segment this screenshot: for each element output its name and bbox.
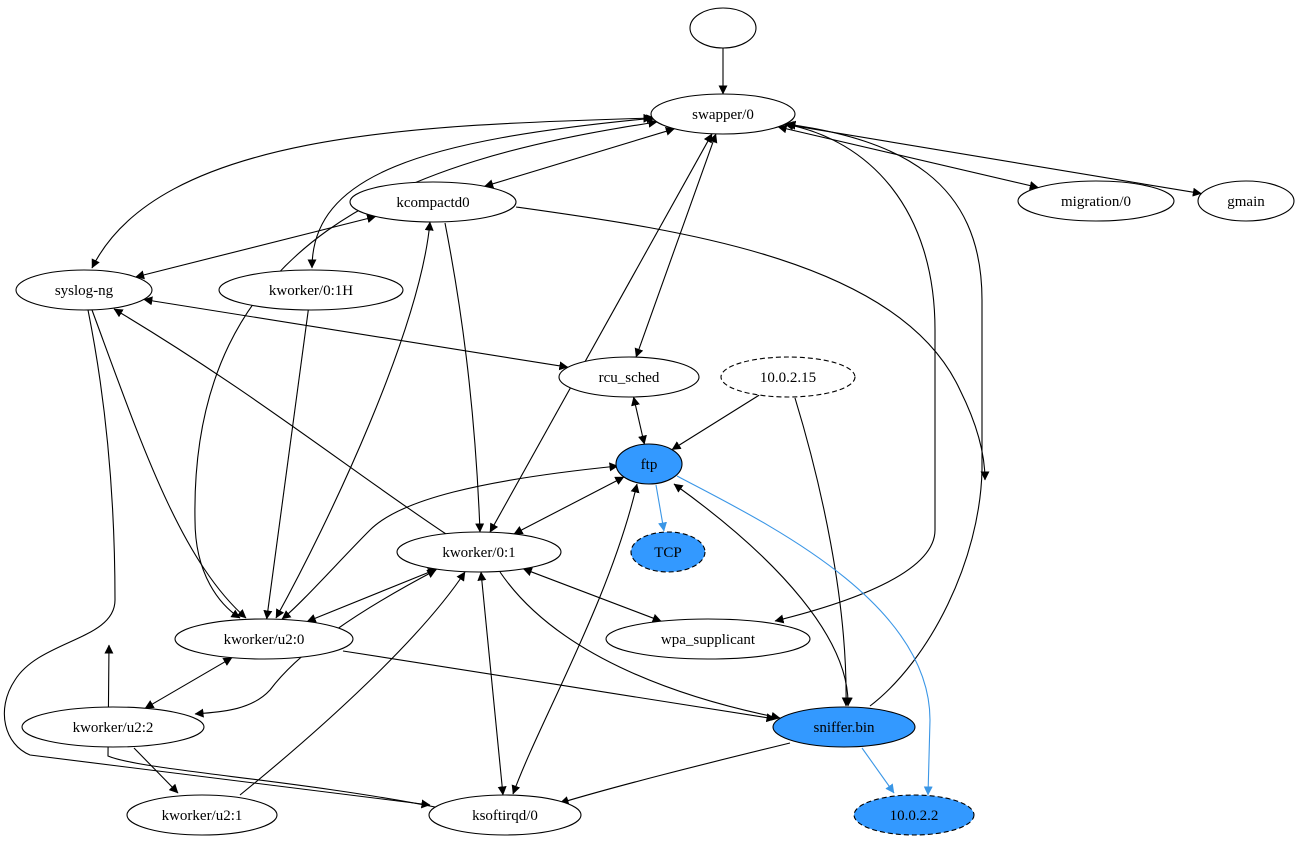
node-tcp[interactable]: TCP xyxy=(630,531,706,573)
node-label-ip15: 10.0.2.15 xyxy=(760,370,816,386)
edge-sniffer-to-swapper xyxy=(786,120,983,707)
node-kworker01[interactable]: kworker/0:1 xyxy=(396,531,562,573)
edge-syslog-to-rcu xyxy=(143,296,569,371)
node-shape-sniffer xyxy=(772,706,916,748)
node-migration[interactable]: migration/0 xyxy=(1017,180,1175,222)
edge-swapper-to-wpa xyxy=(774,121,936,624)
node-label-migration: migration/0 xyxy=(1061,194,1131,210)
node-label-kworkeru20: kworker/u2:0 xyxy=(224,632,305,648)
node-shape-ftp xyxy=(615,443,683,485)
edges xyxy=(3,48,1202,809)
node-kworkeru22[interactable]: kworker/u2:2 xyxy=(21,706,205,748)
node-rcu[interactable]: rcu_sched xyxy=(558,356,700,398)
node-label-wpa: wpa_supplicant xyxy=(661,632,756,648)
edge-kworker01H-to-kworkeru20 xyxy=(263,309,309,620)
node-shape-syslog xyxy=(15,269,153,311)
node-shape-root xyxy=(689,7,757,49)
node-label-kworker01: kworker/0:1 xyxy=(442,545,515,561)
node-shape-gmain xyxy=(1197,180,1295,222)
node-shape-kworkeru20 xyxy=(174,618,354,660)
node-shape-migration xyxy=(1017,180,1175,222)
node-kworker01H[interactable]: kworker/0:1H xyxy=(218,269,404,311)
node-shape-kworkeru22 xyxy=(21,706,205,748)
edge-ksoftirqd-to-kworkeru22 xyxy=(104,644,441,809)
node-shape-swapper xyxy=(650,93,796,135)
nodes: swapper/0 kcompactd0 migration/0 gmain syslo… xyxy=(15,7,1295,836)
node-label-syslog: syslog-ng xyxy=(55,283,114,299)
node-label-swapper: swapper/0 xyxy=(692,107,754,123)
edge-kworkeru22-to-kworkeru21 xyxy=(133,747,179,794)
edge-kworker01-to-kworkeru22 xyxy=(194,569,437,718)
edge-swapper-to-migration xyxy=(777,124,1039,190)
node-label-ksoftirqd: ksoftirqd/0 xyxy=(472,808,538,824)
node-shape-ip22 xyxy=(853,794,975,836)
node-shape-rcu xyxy=(558,356,700,398)
node-label-ip22: 10.0.2.2 xyxy=(890,808,939,824)
edge-kworkeru20-to-kworkeru22 xyxy=(144,657,233,709)
edge-kworkeru21-to-kworker01 xyxy=(239,571,466,796)
node-ftp[interactable]: ftp xyxy=(615,443,683,485)
node-syslog[interactable]: syslog-ng xyxy=(15,269,153,311)
node-label-sniffer: sniffer.bin xyxy=(814,720,875,736)
node-label-kworker01H: kworker/0:1H xyxy=(269,283,353,299)
node-label-rcu: rcu_sched xyxy=(599,370,660,386)
edge-kworker01-to-ksoftirqd xyxy=(477,571,507,796)
edge-ftp-to-sniffer xyxy=(673,483,853,707)
node-kcompactd[interactable]: kcompactd0 xyxy=(349,181,517,223)
edge-ftp-to-tcp xyxy=(655,484,667,532)
edge-kcompactd-to-syslog xyxy=(135,214,377,280)
node-label-kcompactd: kcompactd0 xyxy=(396,195,469,211)
edge-kcompactd-to-sniffer xyxy=(515,206,990,481)
node-swapper[interactable]: swapper/0 xyxy=(650,93,796,135)
node-wpa[interactable]: wpa_supplicant xyxy=(605,618,811,660)
node-sniffer[interactable]: sniffer.bin xyxy=(772,706,916,748)
node-shape-kworker01 xyxy=(396,531,562,573)
edge-ftp-to-ksoftirqd xyxy=(511,483,640,795)
edge-kworker01-to-kworkeru20 xyxy=(306,568,438,623)
edge-sniffer-to-ip22 xyxy=(861,747,895,794)
edge-sniffer-to-ksoftirqd xyxy=(559,742,791,805)
edge-kworker01-to-syslog xyxy=(113,308,447,535)
node-shape-kcompactd xyxy=(349,181,517,223)
edge-swapper-to-gmain xyxy=(784,121,1202,197)
node-gmain[interactable]: gmain xyxy=(1197,180,1295,222)
node-ip15[interactable]: 10.0.2.15 xyxy=(720,356,856,398)
node-shape-ksoftirqd xyxy=(428,794,582,836)
node-shape-tcp xyxy=(630,531,706,573)
node-label-tcp: TCP xyxy=(654,545,682,561)
edge-kcompactd-to-kworker01 xyxy=(444,222,485,533)
node-ksoftirqd[interactable]: ksoftirqd/0 xyxy=(428,794,582,836)
edge-swapper-to-rcu xyxy=(634,133,718,358)
node-shape-wpa xyxy=(605,618,811,660)
edge-rcu-to-ftp xyxy=(631,396,647,445)
node-shape-ip15 xyxy=(720,356,856,398)
node-kworkeru21[interactable]: kworker/u2:1 xyxy=(126,794,278,836)
node-label-ftp: ftp xyxy=(641,457,658,473)
node-label-kworkeru22: kworker/u2:2 xyxy=(73,720,154,736)
edge-kworkeru20-to-sniffer xyxy=(342,650,776,723)
node-root[interactable] xyxy=(689,7,757,49)
node-shape-kworkeru21 xyxy=(126,794,278,836)
edge-kworker01-to-wpa xyxy=(522,567,662,623)
node-shape-kworker01H xyxy=(218,269,404,311)
edge-syslog-to-kworkeru22 xyxy=(3,309,431,809)
node-label-kworkeru21: kworker/u2:1 xyxy=(162,808,243,824)
node-label-gmain: gmain xyxy=(1227,194,1265,210)
node-ip22[interactable]: 10.0.2.2 xyxy=(853,794,975,836)
node-kworkeru20[interactable]: kworker/u2:0 xyxy=(174,618,354,660)
edge-kworker01-to-sniffer xyxy=(499,571,781,721)
edge-ftp-to-kworker01 xyxy=(513,476,625,535)
edge-ip15-to-ftp xyxy=(671,394,760,451)
edge-swapper-to-kcompactd xyxy=(484,126,675,189)
